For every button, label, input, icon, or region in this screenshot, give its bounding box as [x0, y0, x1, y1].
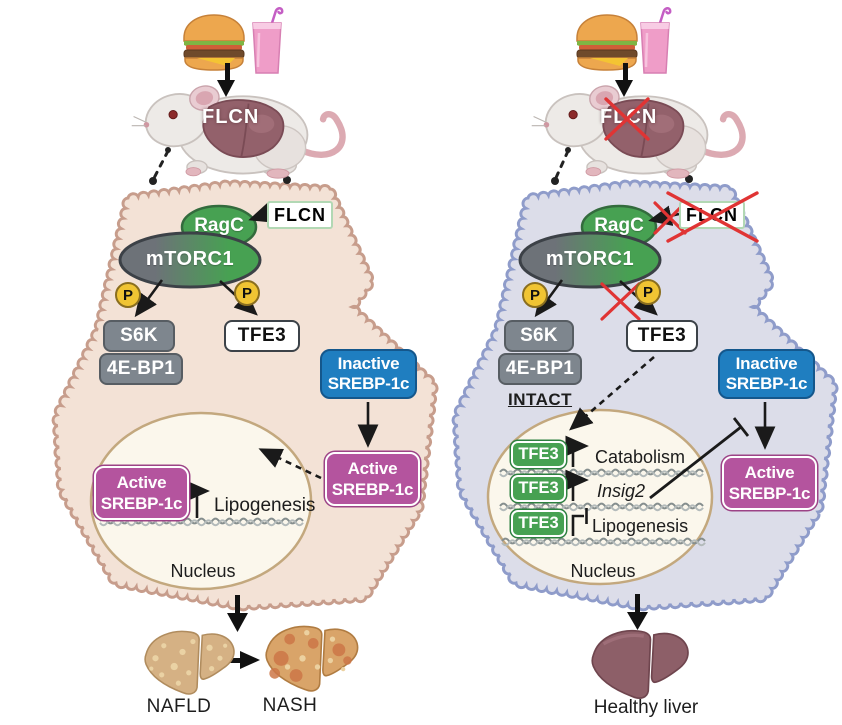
arrow-food-to-mouse-right [615, 80, 633, 97]
gene-label-catabolism: Catabolism [595, 447, 686, 467]
mtorc1-oval-left [118, 231, 262, 289]
phospho-badge-right-1: P [522, 282, 548, 308]
s6k-box-left: S6K [103, 320, 175, 352]
nucleus-label-left: Nucleus [170, 561, 236, 581]
red-x-icon-tfe3-phospho [600, 282, 641, 321]
milkshake-icon-right [639, 7, 672, 75]
mtorc1-label-left: mTORC1 [145, 248, 235, 270]
ragc-label-right: RagC [594, 215, 644, 236]
inhibition-bar-cap [732, 417, 750, 437]
transcription-arrow-insig2 [565, 469, 589, 501]
intact-label: INTACT [507, 390, 573, 409]
dna-strand [99, 519, 304, 527]
arrow-cell-to-liver-left [227, 613, 248, 632]
mouse-liver-flcn-label-left: FLCN [202, 106, 260, 128]
repression-bar-lipogenesis [571, 514, 584, 536]
gene-label-lipogenesis-left: Lipogenesis [214, 495, 316, 516]
arrow-cell-to-liver-right [627, 612, 648, 630]
flcn-box-left: FLCN [267, 201, 333, 229]
arrow-mtorc1-to-s6k-right [534, 279, 564, 318]
phospho-badge-right-2: P [635, 279, 661, 305]
mtorc1-oval-right [518, 231, 662, 289]
liver-label-nash: NASH [262, 695, 318, 716]
gene-label-insig2: Insig2 [597, 481, 646, 501]
milkshake-icon-left [251, 7, 284, 75]
arrow-nafld-to-nash [240, 651, 260, 669]
dna-strand [499, 470, 704, 478]
burger-icon-right [576, 14, 638, 71]
gene-label-lipogenesis-right: Lipogenesis [592, 516, 689, 536]
s6k-box-right: S6K [504, 320, 574, 352]
transcription-arrow-lipogenesis-left [186, 480, 210, 518]
inhibition-line-insig2-to-srebp [649, 425, 742, 500]
tfe3-gene-box-2: TFE3 [511, 475, 566, 502]
phospho-badge-left-1: P [115, 282, 141, 308]
tfe3-gene-box-3: TFE3 [511, 510, 566, 537]
dna-strand [501, 537, 706, 545]
dashed-arrow-tfe3-to-nucleus-right [569, 356, 655, 431]
mouse-liver-flcn-label-right: FLCN [600, 106, 658, 128]
fatty-liver-icon [144, 630, 235, 695]
healthy-liver-icon [591, 629, 689, 699]
tfe3-gene-box-1: TFE3 [511, 441, 566, 468]
dna-strand [501, 539, 706, 547]
tfe3-box-left: TFE3 [224, 320, 300, 352]
arrow-flcn-to-ragc-left [248, 202, 274, 223]
tfe3-box-right: TFE3 [626, 320, 698, 352]
dna-strand [99, 517, 304, 525]
phospho-badge-left-2: P [234, 280, 260, 306]
nucleus-label-right: Nucleus [570, 561, 636, 581]
arrow-food-to-mouse-left [217, 80, 235, 97]
ragc-label-left: RagC [194, 215, 244, 236]
lab-mouse-icon-left [132, 83, 343, 178]
flcn-box-right: FLCN [679, 201, 745, 229]
transcription-arrow-catabolism [565, 435, 589, 467]
nash-liver-icon [265, 625, 359, 692]
liver-label-healthy: Healthy liver [593, 697, 699, 718]
dna-strand [499, 504, 704, 512]
dna-strand [499, 502, 704, 510]
bold-arrows [217, 63, 648, 669]
4ebp1-box-left: 4E-BP1 [99, 353, 183, 385]
dna-strands [99, 468, 706, 547]
burger-icon-left [183, 14, 245, 71]
4ebp1-box-right: 4E-BP1 [498, 353, 582, 385]
liver-label-nafld: NAFLD [146, 696, 212, 717]
arrow-mtorc1-to-s6k-left [134, 279, 164, 318]
dna-strand [499, 468, 704, 476]
mtorc1-label-right: mTORC1 [545, 248, 635, 270]
